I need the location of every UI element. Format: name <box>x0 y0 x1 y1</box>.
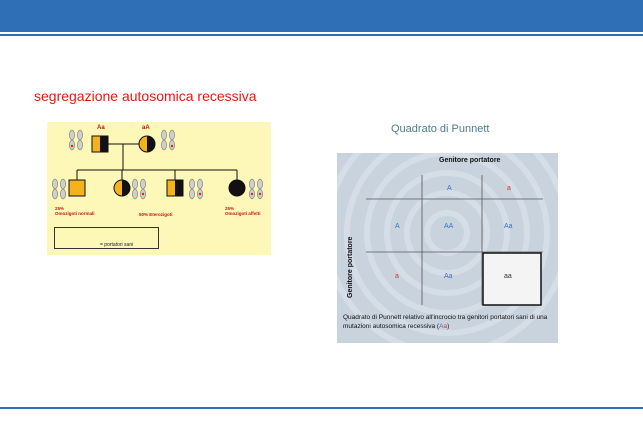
child-hetero-1 <box>113 179 131 197</box>
label-normal: 25% Omozigoti normali <box>55 206 95 216</box>
punnett-note: Quadrato di Punnett relativo all'incroci… <box>343 313 557 331</box>
cell-aa: aa <box>504 273 512 280</box>
punnett-square: Genitore portatore Genitore portatore A … <box>337 153 558 343</box>
punnett-note-text: Quadrato di Punnett relativo all'incroci… <box>343 314 548 330</box>
col-allele-a: a <box>507 185 511 192</box>
punnett-caption: Quadrato di Punnett <box>391 123 490 135</box>
pedigree-figure: Aa aA 25% Omozigoti normali 50% Eterozig… <box>47 122 271 255</box>
slide-title: segregazione autosomica recessiva <box>34 88 257 104</box>
cell-Aa-2: Aa <box>444 273 453 280</box>
label-affected: 25% Omozigoti affetti <box>225 206 261 216</box>
punnett-side-header: Genitore portatore <box>347 236 354 298</box>
legend-box <box>54 227 159 249</box>
row-allele-A: A <box>395 223 400 230</box>
punnett-top-header: Genitore portatore <box>439 157 501 164</box>
mother-genotype: aA <box>142 125 150 131</box>
note-allele-a: a <box>443 323 448 330</box>
cell-Aa-1: Aa <box>504 223 513 230</box>
note-allele-A: A <box>439 323 444 330</box>
child-hetero-2 <box>166 179 184 197</box>
note-suffix: ) <box>447 323 450 330</box>
father-genotype: Aa <box>97 125 105 131</box>
cell-AA: AA <box>444 223 454 230</box>
parent-father <box>91 135 109 153</box>
header-divider <box>0 34 643 36</box>
col-allele-A: A <box>447 185 452 192</box>
footer-divider <box>0 407 643 409</box>
row-allele-a: a <box>395 273 399 280</box>
child-normal <box>68 179 86 197</box>
header-bar <box>0 0 643 32</box>
legend-text: = portatori sani <box>100 242 134 248</box>
child-affected <box>228 179 246 197</box>
label-hetero: 50% Eterozigoti <box>139 212 173 217</box>
pedigree-diagram <box>52 129 263 246</box>
parent-mother <box>138 135 156 153</box>
